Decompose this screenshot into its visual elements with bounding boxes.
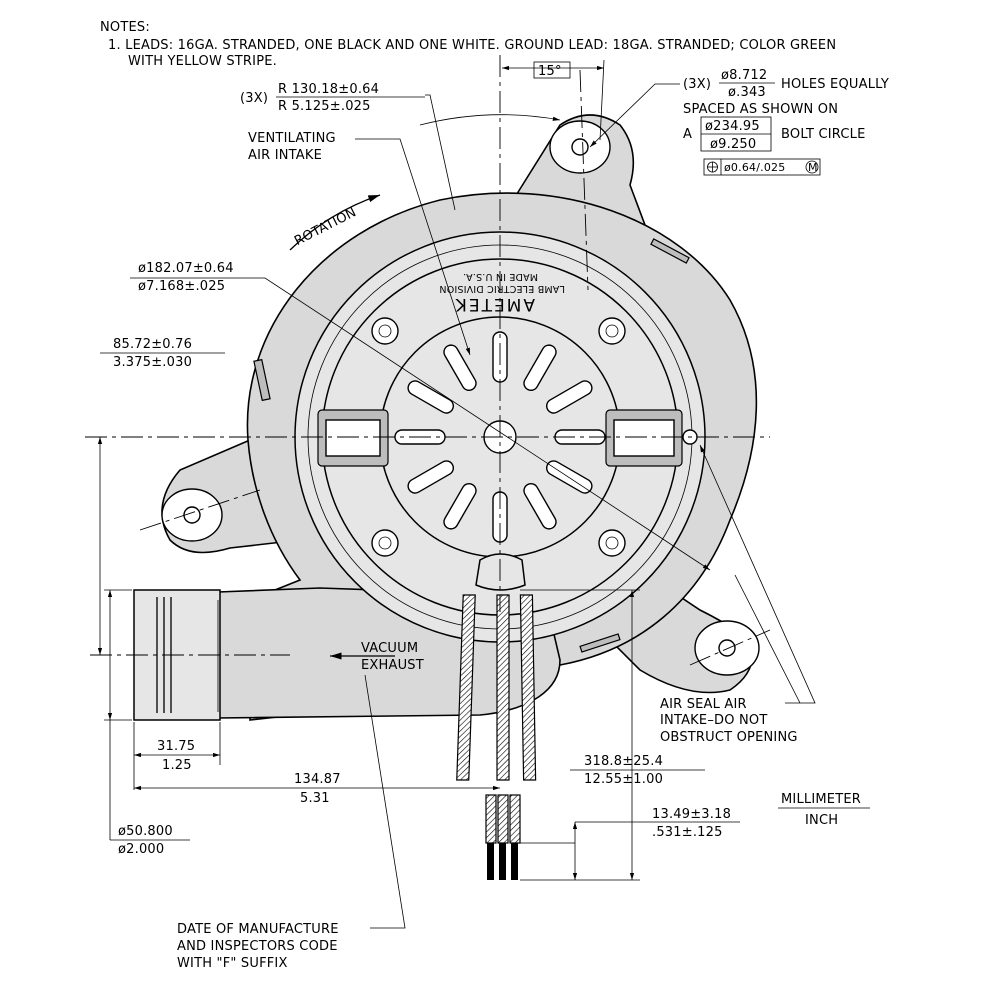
- dia-in: ø7.168±.025: [138, 279, 225, 294]
- strip-in: .531±.125: [652, 825, 723, 840]
- holes-text-2: SPACED AS SHOWN ON: [683, 102, 838, 117]
- bolt-in: ø9.250: [710, 137, 756, 152]
- vacuum-1: VACUUM: [361, 641, 418, 656]
- mounting-holes: [161, 120, 760, 676]
- bolt-suffix: BOLT CIRCLE: [781, 127, 865, 142]
- dimension-lines: [97, 59, 870, 929]
- vent-slot: [407, 460, 455, 494]
- date-2: AND INSPECTORS CODE: [177, 939, 338, 954]
- center-lines: [85, 55, 771, 666]
- stamp-brand: AMETEK: [454, 294, 535, 314]
- note-line-1: 1. LEADS: 16GA. STRANDED, ONE BLACK AND …: [108, 38, 836, 53]
- height-mm: 85.72±0.76: [113, 337, 192, 352]
- length-mm: 134.87: [294, 772, 341, 787]
- hole-in: ø.343: [728, 85, 766, 100]
- ventilating-1: VENTILATING: [248, 131, 336, 146]
- ventilation-slots: [394, 331, 606, 543]
- radius-count: (3X): [240, 91, 268, 106]
- bolt-circle-frames: [700, 116, 821, 176]
- air-seal-1: AIR SEAL AIR: [660, 697, 747, 712]
- width-in: 1.25: [162, 758, 192, 773]
- lead-wires: [456, 594, 537, 880]
- tolerance-modifier: M: [808, 161, 818, 174]
- vent-slot: [443, 344, 477, 392]
- vacuum-2: EXHAUST: [361, 658, 424, 673]
- exhaust-dia-in: ø2.000: [118, 842, 164, 857]
- width-mm: 31.75: [157, 739, 195, 754]
- ventilating-2: AIR INTAKE: [248, 148, 322, 163]
- hole-mm: ø8.712: [721, 68, 767, 83]
- angle-label: 15°: [538, 64, 562, 79]
- vent-slot: [545, 380, 593, 414]
- units-bottom: INCH: [805, 813, 838, 828]
- lead-mm: 318.8±25.4: [584, 754, 663, 769]
- height-in: 3.375±.030: [113, 355, 192, 370]
- vent-slot: [443, 482, 477, 530]
- bolt-mm: ø234.95: [705, 119, 760, 134]
- air-seal-3: OBSTRUCT OPENING: [660, 730, 798, 745]
- bolt-prefix: A: [683, 127, 692, 142]
- vent-slot: [523, 344, 557, 392]
- radius-mm: R 130.18±0.64: [278, 82, 379, 97]
- holes-count: (3X): [683, 77, 711, 92]
- dia-mm: ø182.07±0.64: [138, 261, 234, 276]
- note-line-2: WITH YELLOW STRIPE.: [128, 54, 277, 69]
- notes-title: NOTES:: [100, 20, 150, 35]
- strip-mm: 13.49±3.18: [652, 807, 731, 822]
- vent-slot: [407, 380, 455, 414]
- lead-in: 12.55±1.00: [584, 772, 663, 787]
- date-1: DATE OF MANUFACTURE: [177, 922, 339, 937]
- length-in: 5.31: [300, 791, 330, 806]
- vent-slot: [523, 482, 557, 530]
- air-seal-2: INTAKE–DO NOT: [660, 713, 768, 728]
- exhaust-dia-mm: ø50.800: [118, 824, 173, 839]
- stamp-division: LAMB ELECTRIC DIVISION: [439, 283, 565, 294]
- holes-text-1: HOLES EQUALLY: [781, 77, 889, 92]
- tolerance-frame: ø0.64/.025: [724, 161, 785, 174]
- radius-in: R 5.125±.025: [278, 99, 371, 114]
- units-top: MILLIMETER: [781, 792, 861, 807]
- date-3: WITH "F" SUFFIX: [177, 956, 288, 971]
